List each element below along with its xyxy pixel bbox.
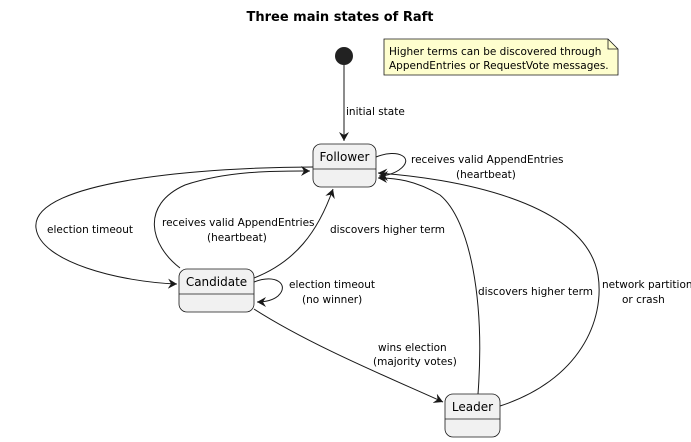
note-line-1: Higher terms can be discovered through <box>389 46 601 58</box>
label-follower-self-2: (heartbeat) <box>456 169 516 181</box>
edge-candidate-to-follower-term <box>253 188 335 279</box>
label-wins-election-2: (majority votes) <box>373 356 457 368</box>
label-candidate-self-2: (no winner) <box>302 294 362 306</box>
note: Higher terms can be discovered through A… <box>383 38 619 76</box>
edge-leader-to-follower-partition <box>377 168 600 407</box>
label-initial: initial state <box>346 106 405 118</box>
label-candidate-higher-term: discovers higher term <box>330 224 445 236</box>
state-leader: Leader <box>444 393 501 438</box>
label-follower-self-1: receives valid AppendEntries <box>411 154 564 166</box>
label-wins-election-1: wins election <box>378 342 447 354</box>
label-candidate-heartbeat-1: receives valid AppendEntries <box>162 217 315 229</box>
follower-label: Follower <box>320 150 370 164</box>
edge-leader-to-follower-term <box>377 173 481 395</box>
initial-state-dot <box>335 47 353 65</box>
label-election-timeout: election timeout <box>47 224 133 236</box>
note-line-2: AppendEntries or RequestVote messages. <box>389 60 609 72</box>
edge-candidate-to-follower-heartbeat <box>153 165 311 269</box>
label-candidate-self-1: election timeout <box>289 279 375 291</box>
edge-candidate-self <box>253 278 283 307</box>
diagram-title: Three main states of Raft <box>246 10 433 25</box>
candidate-label: Candidate <box>186 275 247 289</box>
edge-candidate-to-leader <box>253 308 444 403</box>
leader-label: Leader <box>452 400 493 414</box>
state-candidate: Candidate <box>178 268 255 313</box>
edge-follower-to-candidate <box>35 166 314 289</box>
label-leader-higher-term: discovers higher term <box>478 286 593 298</box>
label-partition-2: or crash <box>622 294 665 306</box>
label-partition-1: network partition <box>602 279 691 291</box>
edge-follower-self <box>375 153 406 181</box>
state-follower: Follower <box>312 143 377 188</box>
label-candidate-heartbeat-2: (heartbeat) <box>207 232 267 244</box>
